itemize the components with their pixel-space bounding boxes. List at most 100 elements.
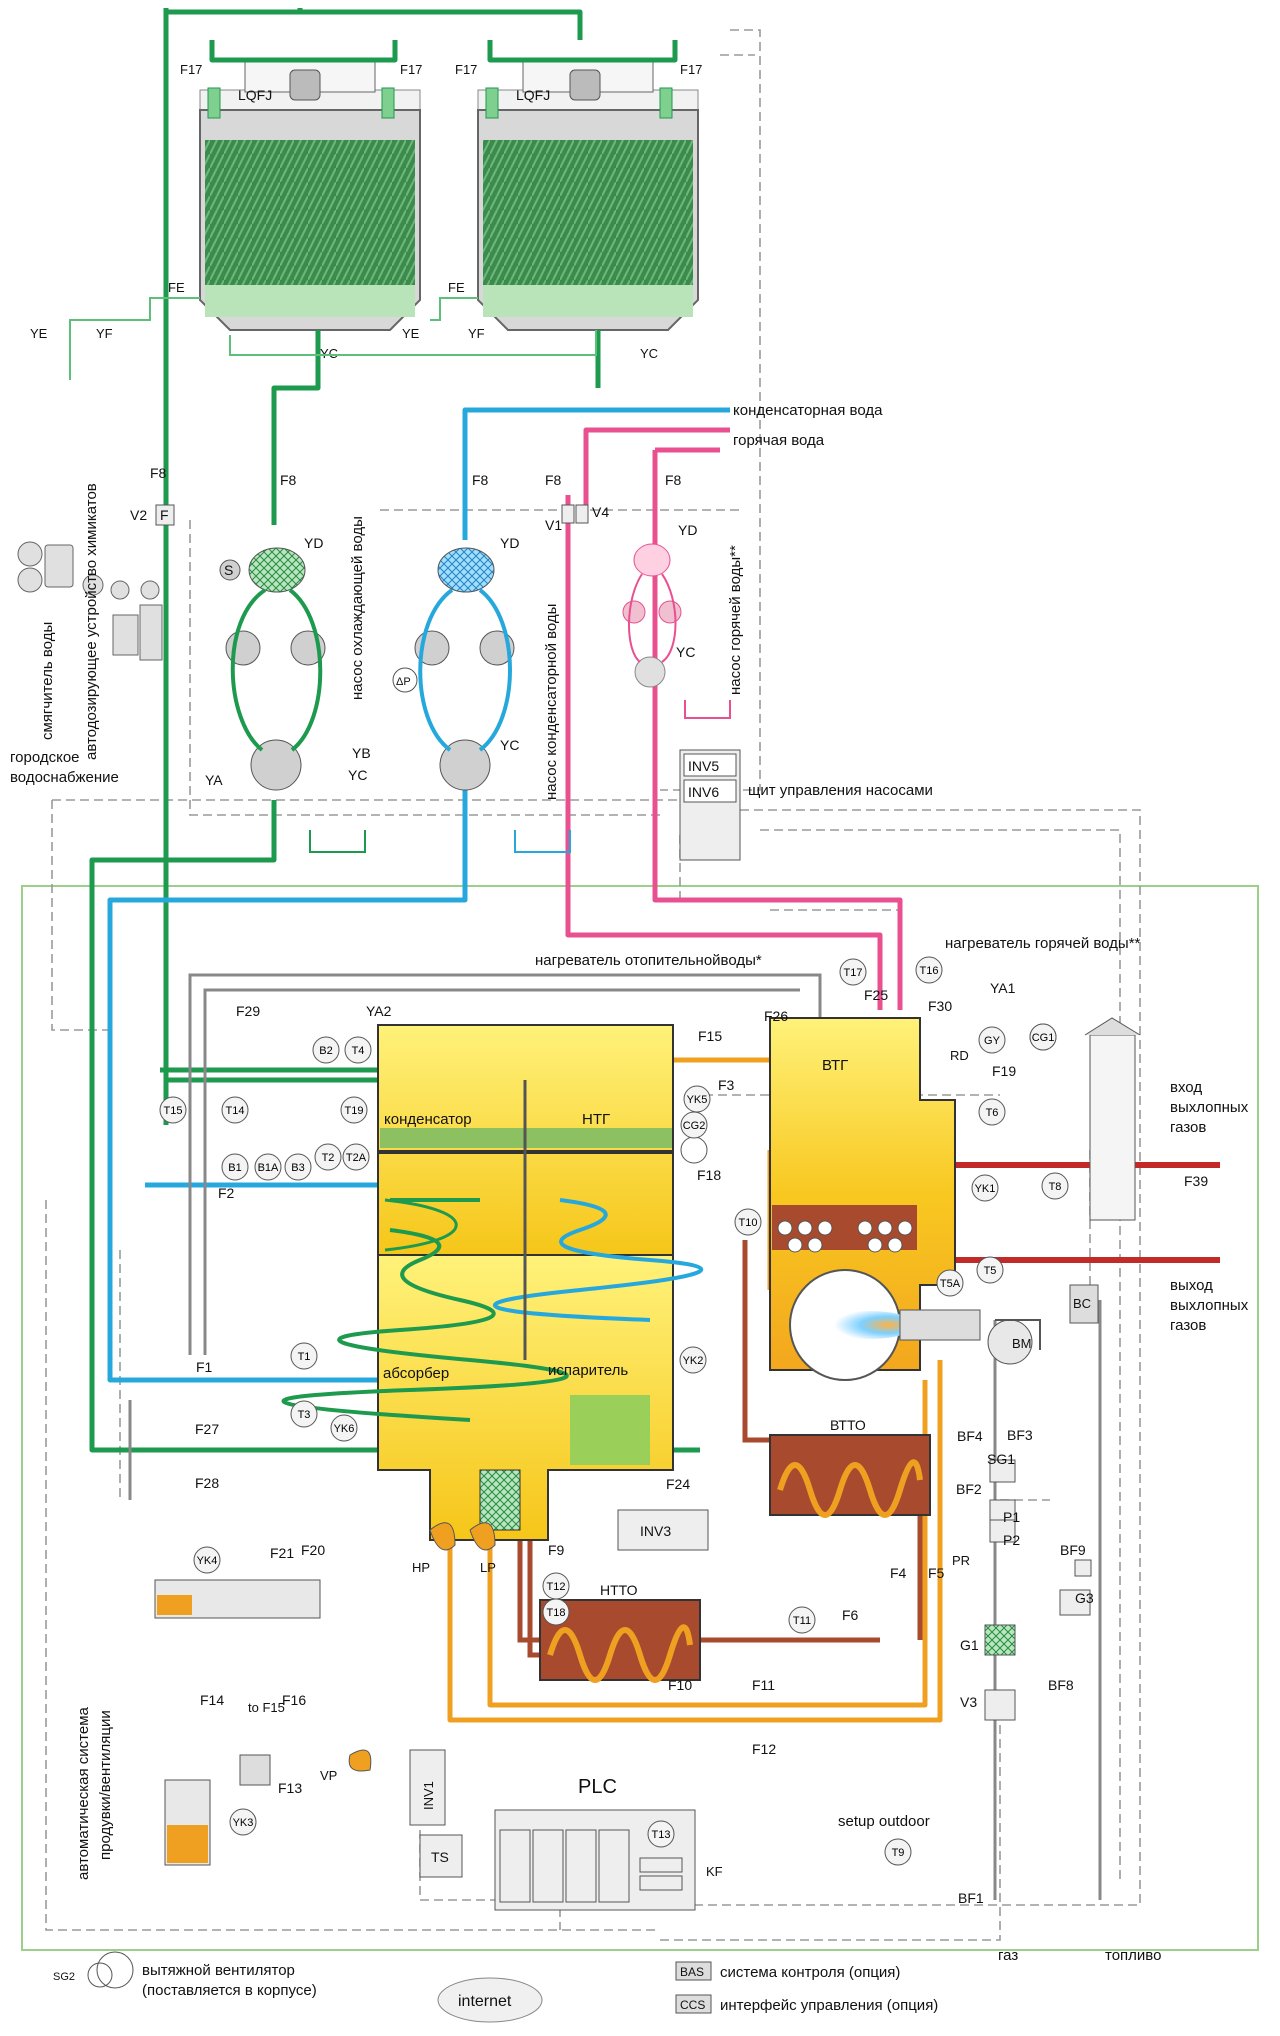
instrument-yk5: YK5: [683, 1085, 711, 1113]
drain-symbols: [309, 700, 731, 853]
pump-labels-yb-label: YB: [352, 745, 371, 761]
valve-f24: F24: [666, 1476, 690, 1492]
instrument-t19: T19: [340, 1096, 368, 1124]
tower-f17-c: F17: [455, 62, 477, 77]
tower-fe-left: FE: [168, 280, 185, 295]
valve-f28: F28: [195, 1475, 219, 1491]
valve-f30: F30: [928, 998, 952, 1014]
valve-f4: F4: [890, 1565, 907, 1581]
label-setup-outdoor: setup outdoor: [838, 1813, 930, 1830]
pump-group-condenser: [392, 547, 515, 791]
valve-bf3: BF3: [1007, 1427, 1033, 1443]
svg-text:YK2: YK2: [683, 1355, 704, 1367]
valve-sg1: SG1: [987, 1451, 1015, 1467]
purge-system: [154, 1522, 496, 1866]
tower-f17-d: F17: [680, 62, 702, 77]
valve-f15: F15: [698, 1028, 722, 1044]
valve-f26: F26: [764, 1008, 788, 1024]
svg-text:T11: T11: [793, 1615, 811, 1627]
valve-f16: F16: [282, 1692, 306, 1708]
instrument-t8: T8: [1041, 1172, 1069, 1200]
instrument-t18: T18: [542, 1598, 570, 1626]
instrument-t11: T11: [788, 1606, 816, 1634]
tower-fe-right: FE: [448, 280, 465, 295]
svg-text:B3: B3: [291, 1162, 304, 1174]
label-exhaust-in-1: вход: [1170, 1079, 1202, 1096]
label-city-water-2: водоснабжение: [10, 769, 119, 786]
pump-labels-dp-label: ΔP: [396, 676, 411, 688]
label-heater-hot: нагреватель горячей воды**: [945, 935, 1141, 952]
label-vtg: ВТГ: [822, 1057, 848, 1074]
legend-boxes: [675, 1961, 712, 2014]
valve-g1: G1: [960, 1637, 979, 1653]
instrument-yk6: YK6: [330, 1414, 358, 1442]
valve-f12: F12: [752, 1741, 776, 1757]
valve-f2: F2: [218, 1185, 235, 1201]
legend-ccs-text: интерфейс управления (опция): [720, 1997, 938, 2014]
svg-text:T15: T15: [164, 1105, 183, 1117]
svg-text:GY: GY: [984, 1035, 1001, 1047]
valve-f25: F25: [864, 987, 888, 1003]
instrument-t14: T14: [221, 1096, 249, 1124]
label-ts: TS: [431, 1849, 449, 1865]
pump-labels: F8 F8 F8 F8 F8 V2 F V1 V4 YD YD YD YA YB…: [130, 465, 697, 788]
label-exhaust-in-3: газов: [1170, 1119, 1206, 1136]
svg-text:T6: T6: [986, 1107, 999, 1119]
svg-text:B1: B1: [228, 1162, 241, 1174]
label-heater-heating: нагреватель отопительнойводы*: [535, 952, 762, 969]
svg-text:T10: T10: [739, 1217, 758, 1229]
pump-labels-yc-label: YC: [500, 737, 519, 753]
valve-f6: F6: [842, 1607, 859, 1623]
label-condenser-water: конденсаторная вода: [733, 402, 883, 419]
filter-boxes: [155, 504, 589, 526]
instrument-cg1: CG1: [1029, 1023, 1057, 1051]
pump-labels-yd-label: YD: [678, 522, 697, 538]
label-purge-2: продувки/вентиляции: [97, 1710, 114, 1860]
label-vtto: ВТТО: [830, 1417, 866, 1433]
label-exhaust-in-2: выхлопных: [1170, 1099, 1249, 1116]
svg-text:T14: T14: [226, 1105, 245, 1117]
label-to-f15: to F15: [248, 1700, 285, 1715]
valve-f9: F9: [548, 1542, 565, 1558]
valve-p2: P2: [1003, 1532, 1020, 1548]
water-softener: [17, 541, 163, 661]
svg-text:T1: T1: [298, 1351, 311, 1363]
tower-f17-a: F17: [180, 62, 202, 77]
inv6-label: INV6: [688, 784, 719, 800]
label-inv3: INV3: [640, 1523, 671, 1539]
pump-labels-yc-label: YC: [348, 767, 367, 783]
legend-fan-sub: (поставляется в корпусе): [142, 1982, 317, 1999]
instrument-cg2: CG2: [680, 1111, 708, 1139]
valve-f20: F20: [301, 1542, 325, 1558]
cooling-tower-right: LQFJ: [477, 61, 699, 331]
legend-fan: вытяжной вентилятор: [142, 1962, 295, 1979]
valve-f5: F5: [928, 1565, 945, 1581]
pipes-pink: [565, 427, 903, 1010]
high-temp-generator: [769, 1017, 1099, 1381]
svg-text:CG2: CG2: [683, 1120, 706, 1132]
svg-text:CG1: CG1: [1032, 1032, 1055, 1044]
label-condenser: конденсатор: [384, 1111, 472, 1128]
internet-cloud: [437, 1977, 543, 2023]
label-rd: RD: [950, 1048, 969, 1063]
label-purge-1: автоматическая система: [75, 1706, 92, 1880]
valve-ya1: YA1: [990, 980, 1016, 996]
instrument-t10: T10: [734, 1208, 762, 1236]
instrument-t13: T13: [647, 1820, 675, 1848]
instrument-b3: B3: [284, 1153, 312, 1181]
svg-text:T16: T16: [920, 965, 939, 977]
valve-v3: V3: [960, 1694, 977, 1710]
label-ntto: НТТО: [600, 1582, 638, 1598]
instrument-t2: T2: [314, 1143, 342, 1171]
tower-yc-left: YC: [320, 346, 338, 361]
cooling-tower-left: LQFJ: [199, 61, 421, 331]
instrument-yk2: YK2: [679, 1346, 707, 1374]
label-vp: VP: [320, 1768, 337, 1783]
legend-bas-text: система контроля (опция): [720, 1964, 900, 1981]
svg-text:T12: T12: [547, 1581, 566, 1593]
valve-f21: F21: [270, 1545, 294, 1561]
label-pump-panel: щит управления насосами: [748, 782, 933, 799]
chimney: [1084, 1017, 1141, 1221]
